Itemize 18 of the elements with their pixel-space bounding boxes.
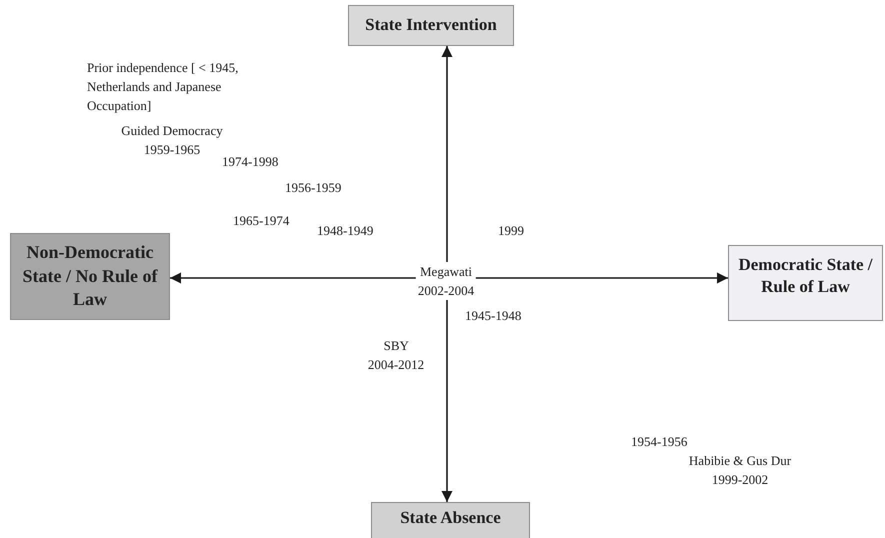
period-label: Habibie & Gus Dur 1999-2002 (688, 452, 792, 489)
axis-label-box: State Intervention (348, 5, 514, 46)
period-label: 1945-1948 (465, 307, 522, 325)
double-headed-arrow (170, 272, 728, 284)
period-label: 1974-1998 (222, 153, 278, 171)
period-label: Megawati 2002-2004 (416, 262, 476, 300)
period-label: 1954-1956 (631, 433, 688, 451)
axis-label-box: State Absence (371, 502, 530, 538)
period-label: 1948-1949 (317, 222, 374, 240)
period-label: 1965-1974 (233, 212, 290, 230)
period-label: Guided Democracy 1959-1965 (120, 122, 223, 159)
axis-label-box: Democratic State / Rule of Law (728, 245, 883, 321)
period-label: Prior independence [ < 1945, Netherlands and Japanese Occupation] (87, 59, 240, 115)
period-label: 1999 (498, 222, 524, 240)
period-label: SBY 2004-2012 (368, 337, 424, 374)
period-label: 1956-1959 (285, 179, 342, 197)
axis-label-box: Non-Democratic State / No Rule of Law (10, 233, 170, 320)
double-headed-arrow (441, 46, 453, 502)
